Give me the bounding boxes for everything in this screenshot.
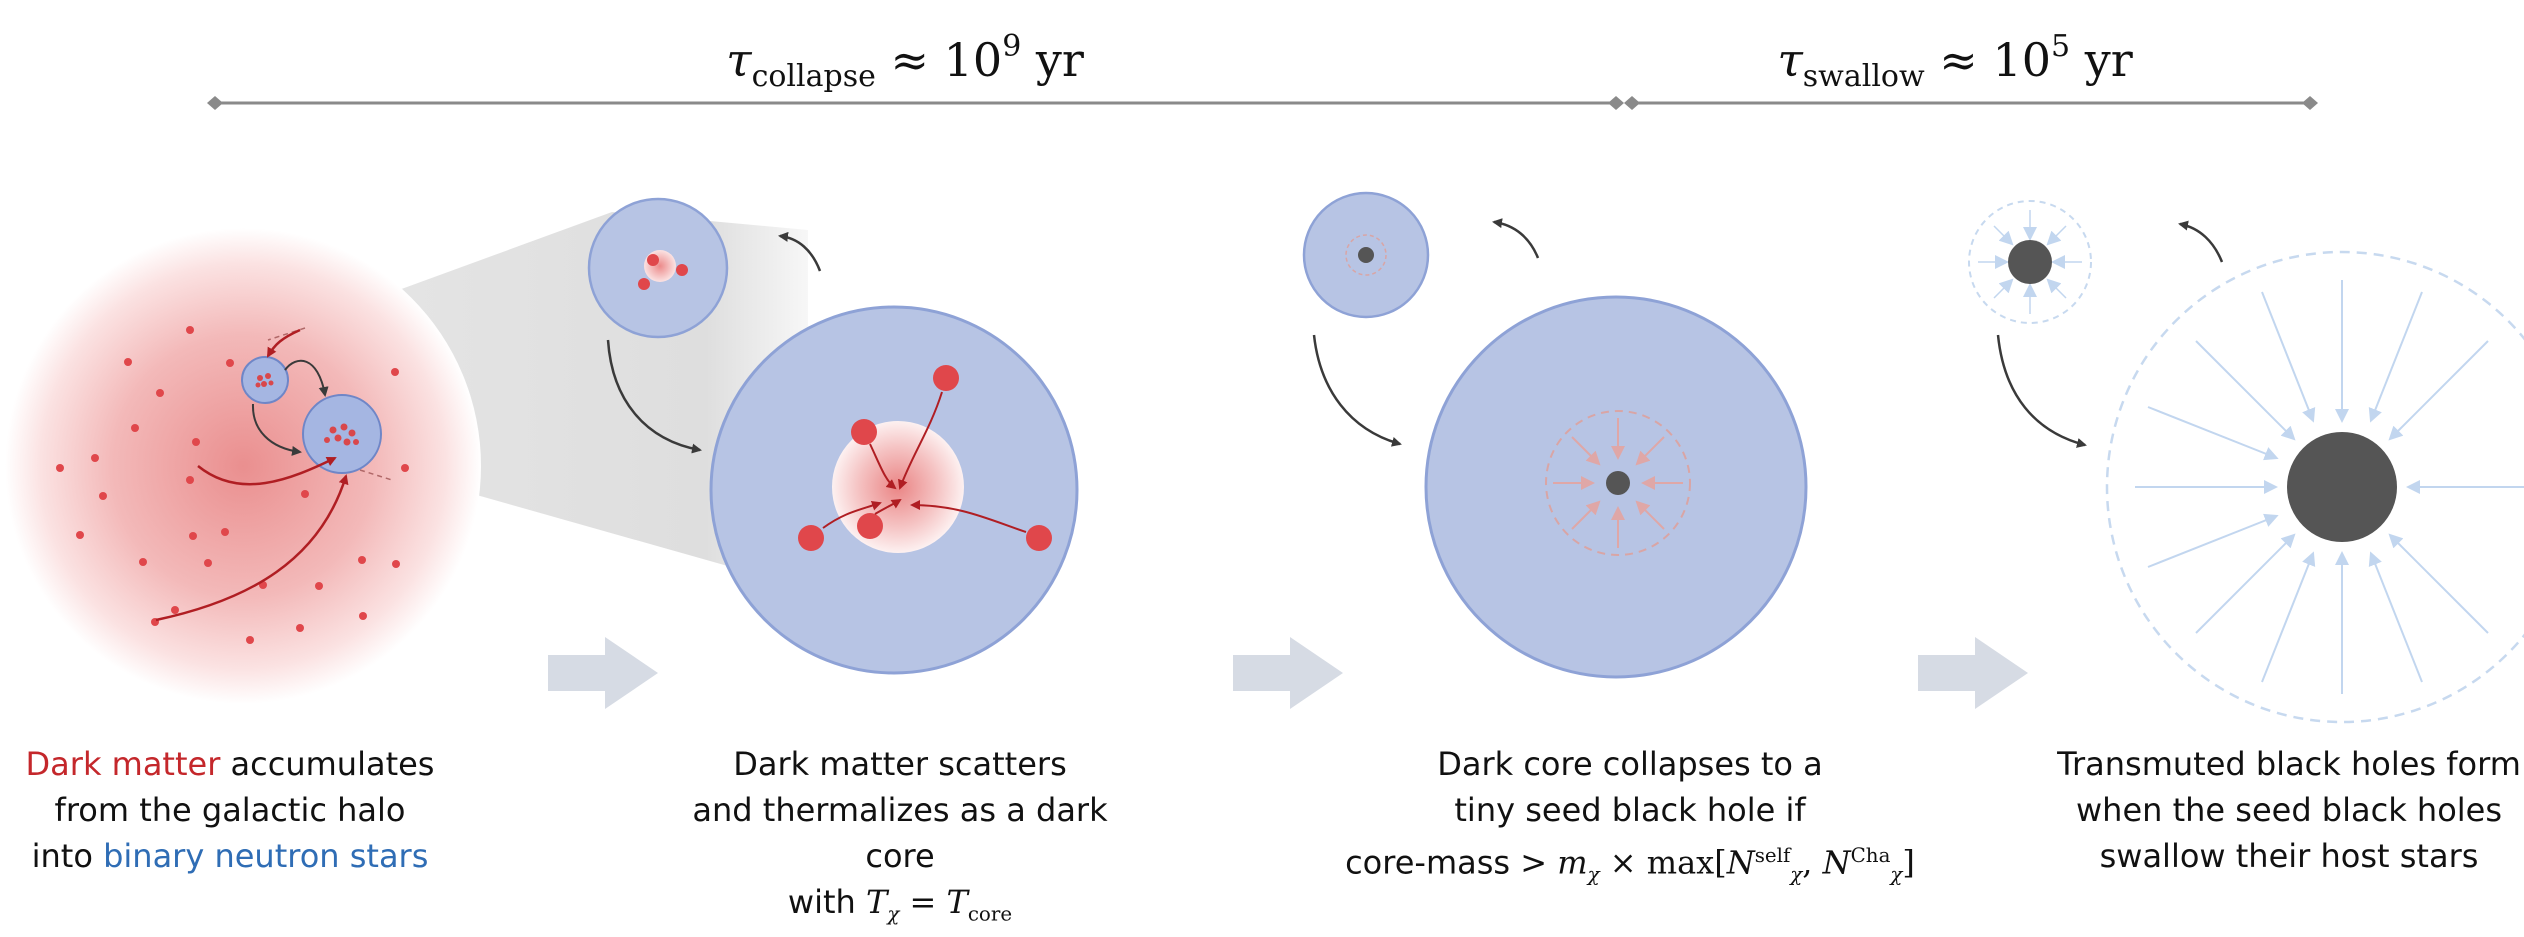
dark-matter-highlight: Dark matter <box>25 745 221 783</box>
timeline-tick-mid-left <box>1608 96 1624 110</box>
transition-arrow-1 <box>548 637 658 709</box>
timeline-tick-start <box>207 96 223 110</box>
stage2-thermalization-scene <box>587 197 1079 675</box>
stage4-swallow-scene <box>1968 200 2524 724</box>
collapse-inward-arrows <box>1553 418 1683 548</box>
swallow-inward-arrows <box>2135 280 2524 694</box>
binary-neutron-stars-highlight: binary neutron stars <box>103 837 429 875</box>
seed-black-hole <box>1606 471 1630 495</box>
galactic-halo <box>5 228 481 704</box>
stage2-dark-matter-particles <box>798 365 1052 551</box>
binary-neutron-star-small <box>241 356 289 404</box>
stage4-inset-black-hole <box>2008 240 2052 284</box>
stage3-caption: Dark core collapses to a tiny seed black… <box>1345 745 1915 887</box>
transition-arrow-2 <box>1233 637 1343 709</box>
stage1-caption: Dark matter accumulates from the galacti… <box>25 745 435 875</box>
stage2-cycle-arrow-top <box>778 231 822 272</box>
timeline-tick-end <box>2302 96 2318 110</box>
stage2-zoom-arrow <box>606 339 702 454</box>
transmuted-black-hole <box>2287 432 2397 542</box>
timeline-tick-mid-right <box>1624 96 1640 110</box>
stage4-caption: Transmuted black holes form when the see… <box>2057 745 2521 875</box>
transition-arrow-3 <box>1918 637 2028 709</box>
swallow-time-label: τswallow ≈ 105 yr <box>1777 29 2132 94</box>
stage4-zoom-arrow <box>1996 334 2087 448</box>
stage3-inset-seed-black-hole <box>1358 247 1374 263</box>
timeline: τcollapse ≈ 109 yr τswallow ≈ 105 yr <box>207 29 2318 110</box>
stage2-caption: Dark matter scatters and thermalizes as … <box>692 745 1108 926</box>
stage4-cycle-arrow-top <box>2178 220 2224 263</box>
stage3-cycle-arrow-top <box>1492 218 1540 259</box>
thermalized-dark-core <box>832 421 964 553</box>
stage3-collapse-scene <box>1302 191 1808 679</box>
collapse-time-label: τcollapse ≈ 109 yr <box>726 29 1084 94</box>
dark-matter-diagram: τcollapse ≈ 109 yr τswallow ≈ 105 yr <box>5 29 2524 724</box>
swallowed-star-outline <box>2105 250 2524 724</box>
stage3-zoom-arrow <box>1312 334 1402 447</box>
binary-neutron-star-large <box>302 394 382 474</box>
halo-dark-matter-particles <box>56 326 409 644</box>
